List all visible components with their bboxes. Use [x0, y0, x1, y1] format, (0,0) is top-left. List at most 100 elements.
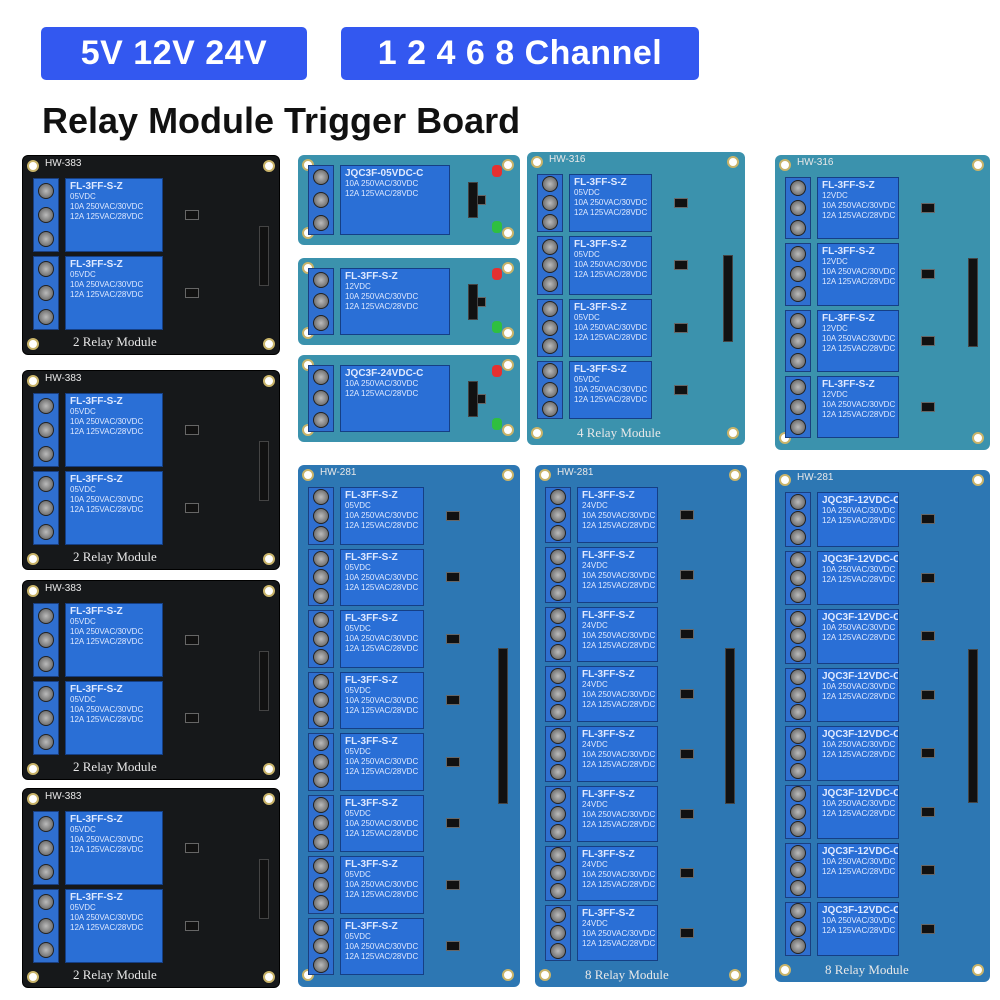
- terminal-screw: [542, 238, 558, 255]
- terminal-screw: [542, 176, 558, 193]
- relay-text: 05VDC: [345, 808, 371, 818]
- relay-text: 12A 125VAC/28VDC: [345, 951, 419, 961]
- terminal-screw: [790, 879, 806, 896]
- terminal-screw: [790, 762, 806, 779]
- terminal-screw: [313, 526, 329, 543]
- relay-text: 24VDC: [582, 680, 608, 690]
- mounting-hole: [729, 969, 741, 981]
- terminal-screw: [313, 587, 329, 604]
- relay-text: 05VDC: [345, 747, 371, 756]
- screw-terminal: [545, 905, 571, 961]
- mounting-hole: [27, 971, 39, 983]
- terminal-screw: [550, 865, 566, 882]
- relay-text: JQC3F-12VDC-C: [822, 553, 899, 565]
- relay-text: FL-3FF-S-Z: [70, 684, 123, 695]
- mounting-hole: [729, 469, 741, 481]
- terminal-screw: [313, 772, 329, 789]
- terminal-screw: [38, 656, 54, 672]
- terminal-screw: [38, 686, 54, 702]
- relay-text: 05VDC: [574, 312, 600, 322]
- optocoupler: [185, 425, 199, 435]
- pin-header: [723, 254, 733, 343]
- terminal-screw: [542, 195, 558, 212]
- optocoupler: [921, 865, 935, 876]
- relay-text: 10A 250VAC/30VDC: [822, 333, 896, 343]
- screw-terminal: [308, 610, 334, 668]
- terminal-screw: [550, 823, 566, 840]
- optocoupler: [185, 921, 199, 931]
- relay-text: JQC3F-12VDC-C: [822, 495, 899, 506]
- relay-text: FL-3FF-S-Z: [574, 239, 627, 251]
- relay-text: 12A 125VAC/28VDC: [822, 343, 896, 353]
- board-label: 8 Relay Module: [825, 962, 909, 977]
- relay-text: 12A 125VAC/28VDC: [582, 521, 656, 530]
- mounting-hole: [779, 474, 791, 486]
- relay-text: 10A 250VAC/30VDC: [582, 750, 656, 759]
- relay-text: 12A 125VAC/28VDC: [822, 808, 896, 818]
- terminal-screw: [790, 645, 806, 662]
- terminal-screw: [790, 569, 806, 586]
- relay-text: 12A 125VAC/28VDC: [582, 700, 656, 710]
- relay-text: 10A 250VAC/30VDC: [70, 280, 144, 289]
- channel-badge: 1 2 4 6 8 Channel: [341, 27, 699, 80]
- relay-text: 12A 125VAC/28VDC: [822, 574, 896, 584]
- optocoupler: [680, 509, 694, 520]
- relay-text: 10A 250VAC/30VDC: [582, 570, 656, 580]
- relay-text: 12A 125VAC/28VDC: [70, 212, 144, 221]
- terminal-screw: [790, 246, 806, 263]
- optocoupler: [446, 695, 460, 706]
- terminal-screw: [550, 925, 566, 942]
- mounting-hole: [302, 469, 314, 481]
- relay-text: FL-3FF-S-Z: [822, 312, 875, 324]
- relay-text: FL-3FF-S-Z: [822, 378, 875, 390]
- relay-text: 10A 250VAC/30VDC: [574, 322, 648, 332]
- mounting-hole: [727, 427, 739, 439]
- terminal-screw: [550, 907, 566, 924]
- relay-text: FL-3FF-S-Z: [582, 729, 635, 740]
- relay-text: FL-3FF-S-Z: [574, 301, 627, 313]
- mounting-hole: [263, 793, 275, 805]
- relay-text: FL-3FF-S-Z: [345, 551, 398, 563]
- optocoupler: [921, 572, 935, 583]
- terminal-screw: [790, 332, 806, 349]
- optocoupler: [674, 384, 688, 395]
- mounting-hole: [27, 375, 39, 387]
- terminal-screw: [550, 763, 566, 780]
- optocoupler: [446, 633, 460, 644]
- terminal-screw: [550, 506, 566, 523]
- terminal-screw: [550, 488, 566, 505]
- terminal-screw: [313, 673, 329, 690]
- board-label: 2 Relay Module: [73, 549, 157, 564]
- relay-text: 10A 250VAC/30VDC: [345, 511, 419, 520]
- mounting-hole: [727, 156, 739, 168]
- terminal-screw: [313, 550, 329, 567]
- relay-text: 10A 250VAC/30VDC: [574, 260, 648, 270]
- terminal-screw: [313, 412, 329, 429]
- mounting-hole: [779, 159, 791, 171]
- terminal-screw: [790, 312, 806, 329]
- relay-text: 12A 125VAC/28VDC: [70, 427, 144, 436]
- pin-header: [968, 649, 978, 803]
- board-code: HW-281: [320, 467, 357, 478]
- mounting-hole: [263, 585, 275, 597]
- terminal-screw: [790, 493, 806, 510]
- mounting-hole: [263, 763, 275, 775]
- relay-text: 12A 125VAC/28VDC: [822, 633, 896, 642]
- terminal-screw: [790, 786, 806, 803]
- relay-text: 12A 125VAC/28VDC: [574, 208, 648, 217]
- terminal-screw: [550, 727, 566, 744]
- relay-text: 10A 250VAC/30VDC: [582, 929, 656, 939]
- relay-text: JQC3F-12VDC-C: [822, 670, 899, 682]
- relay-text: 12A 125VAC/28VDC: [70, 637, 144, 646]
- optocoupler: [674, 198, 688, 209]
- terminal-screw: [790, 727, 806, 744]
- screw-terminal: [785, 492, 811, 547]
- optocoupler: [680, 748, 694, 759]
- relay-text: FL-3FF-S-Z: [582, 490, 635, 501]
